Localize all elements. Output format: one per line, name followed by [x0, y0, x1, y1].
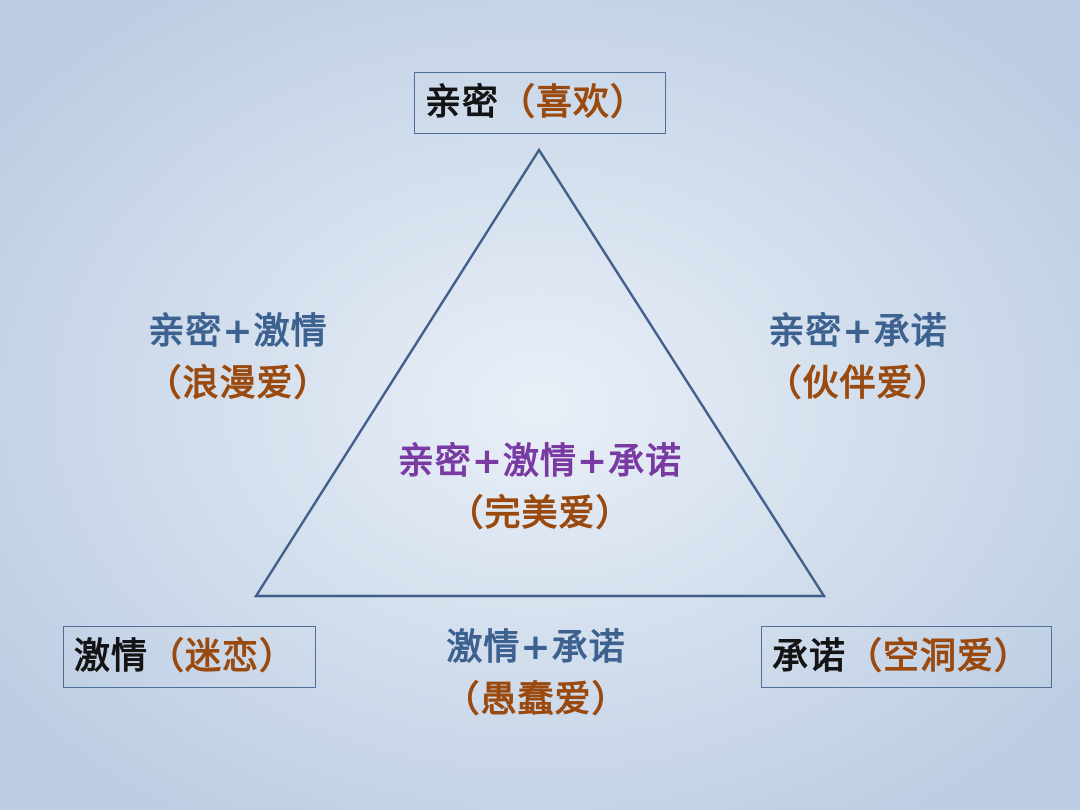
edge-left-combo: 亲密+激情	[148, 311, 328, 352]
vertex-right-name: 承诺	[772, 636, 847, 678]
edge-bottom-combo: 激情+承诺	[446, 627, 626, 668]
vertex-left-box: 激情 （迷恋）	[63, 626, 316, 688]
edge-right-type: （伙伴爱）	[765, 363, 951, 404]
edge-left-label: 亲密+激情 （浪漫爱）	[118, 306, 358, 410]
center-type: （完美爱）	[447, 493, 633, 534]
vertex-right-type: （空洞爱）	[846, 636, 1032, 678]
center-label: 亲密+激情+承诺 （完美爱）	[380, 436, 700, 540]
edge-bottom-type: （愚蠢爱）	[443, 679, 629, 720]
vertex-top-type: （喜欢）	[499, 82, 648, 124]
edge-right-label: 亲密+承诺 （伙伴爱）	[738, 306, 978, 410]
vertex-left-type: （迷恋）	[148, 636, 297, 678]
vertex-top-box: 亲密 （喜欢）	[414, 72, 666, 134]
edge-left-type: （浪漫爱）	[145, 363, 331, 404]
center-combo: 亲密+激情+承诺	[397, 441, 683, 482]
edge-right-combo: 亲密+承诺	[768, 311, 948, 352]
vertex-left-name: 激情	[74, 636, 149, 678]
vertex-top-name: 亲密	[425, 82, 500, 124]
vertex-right-box: 承诺 （空洞爱）	[761, 626, 1052, 688]
triangle-outline	[253, 147, 827, 598]
edge-bottom-label: 激情+承诺 （愚蠢爱）	[416, 622, 656, 726]
